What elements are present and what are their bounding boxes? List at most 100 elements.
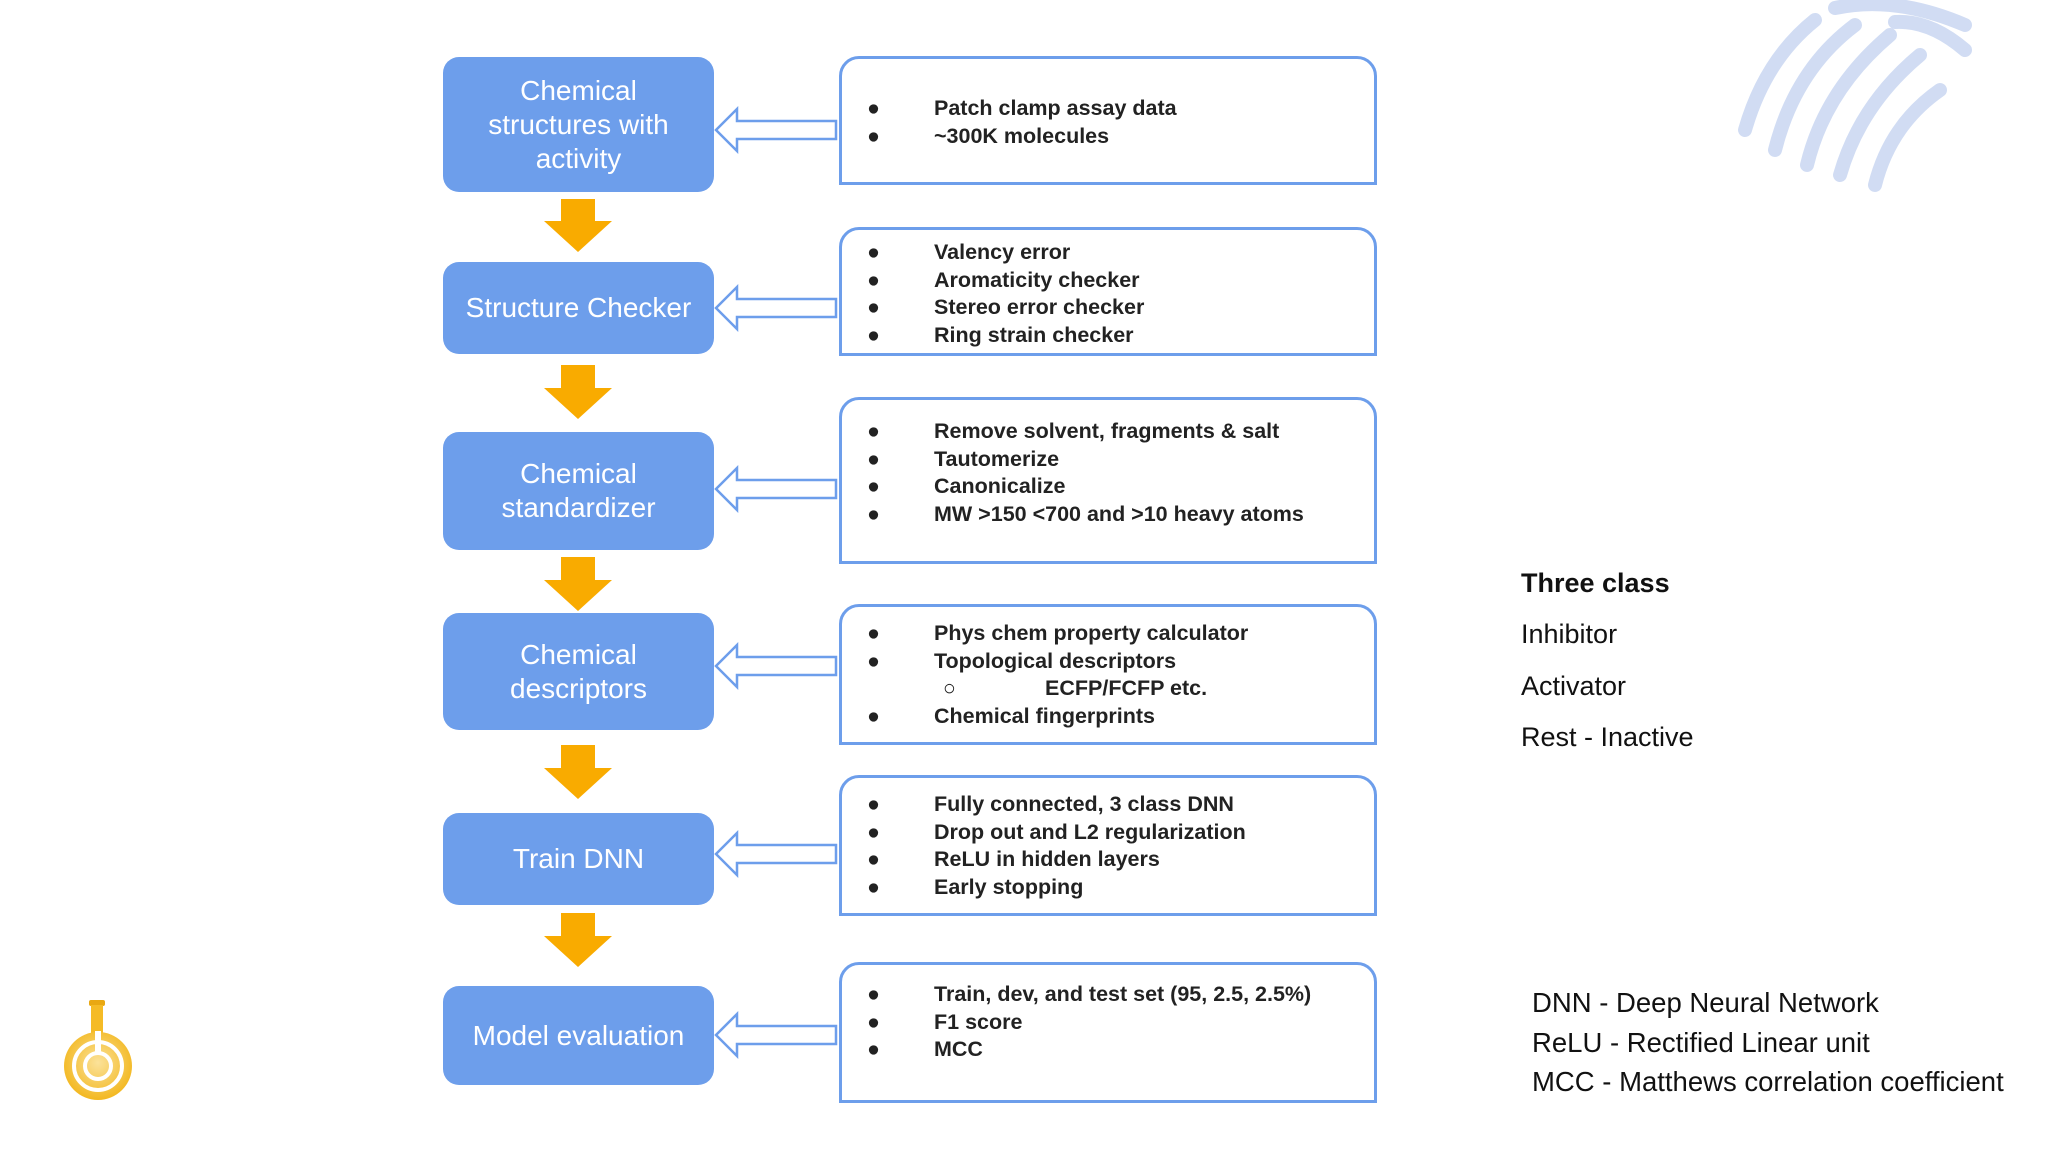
bullet-icon: ● [867, 847, 880, 871]
input-arrow-left [714, 1010, 838, 1060]
bullet-icon: ● [867, 96, 880, 120]
detail-text: Topological descriptors [934, 648, 1177, 673]
detail-text: Fully connected, 3 class DNN [934, 792, 1234, 816]
abbreviation-item: DNN - Deep Neural Network [1532, 987, 1879, 1018]
step-box-structures: Chemical structures with activity [443, 57, 714, 192]
legend-item: Inhibitor [1521, 619, 1618, 649]
bullet-icon: ● [867, 240, 880, 264]
detail-panel-standardizer: ● Remove solvent, fragments & salt ● Tautom… [839, 397, 1377, 564]
legend-item: Activator [1521, 670, 1627, 701]
bullet-icon: ● [867, 648, 880, 673]
detail-item: ● Topological descriptors [867, 648, 1248, 676]
detail-text: Train, dev, and test set (95, 2.5, 2.5%) [934, 982, 1312, 1006]
detail-text: Aromaticity checker [934, 267, 1140, 292]
input-arrow-left [714, 283, 838, 333]
flow-arrow-down [544, 745, 612, 799]
fingerprint-icon [1738, 0, 1972, 192]
detail-list: ● Train, dev, and test set (95, 2.5, 2.5%… [867, 981, 1311, 1064]
bullet-icon: ● [867, 322, 880, 347]
detail-text: Stereo error checker [934, 295, 1145, 319]
bullet-icon: ● [867, 874, 880, 899]
detail-text: MCC [934, 1037, 983, 1061]
step-box-standardizer: Chemical standardizer [443, 432, 714, 550]
detail-text: MW >150 <700 and >10 heavy atoms [934, 501, 1304, 526]
class-legend: Three class Inhibitor Activator Rest - I… [1521, 568, 1694, 774]
detail-item: ● Drop out and L2 regularization [867, 819, 1246, 847]
input-arrow-left [714, 105, 838, 155]
bullet-icon: ● [867, 295, 880, 319]
bullet-icon: ● [867, 501, 880, 526]
detail-item: ● Fully connected, 3 class DNN [867, 791, 1246, 819]
detail-list: ● Patch clamp assay data ● ~300K molecules [867, 95, 1177, 150]
detail-text: Remove solvent, fragments & salt [934, 419, 1280, 443]
input-arrow-left [714, 464, 838, 514]
detail-item: ● ~300K molecules [867, 123, 1177, 151]
input-arrow-left [714, 829, 838, 879]
detail-item: ● Ring strain checker [867, 322, 1144, 350]
detail-item: ● Patch clamp assay data [867, 95, 1177, 123]
detail-item: ● Stereo error checker [867, 294, 1144, 322]
flow-arrow-down [544, 913, 612, 967]
input-arrow-left [714, 641, 838, 691]
detail-text: ~300K molecules [934, 123, 1110, 148]
detail-text: Patch clamp assay data [934, 96, 1177, 120]
detail-text: Drop out and L2 regularization [934, 819, 1246, 844]
abbreviation-item: ReLU - Rectified Linear unit [1532, 1026, 1870, 1058]
bullet-icon: ● [867, 446, 880, 471]
bullet-icon: ● [867, 703, 880, 728]
bullet-icon: ● [867, 1037, 880, 1061]
detail-panel-structures: ● Patch clamp assay data ● ~300K molecules [839, 56, 1377, 185]
bullet-icon: ● [867, 982, 880, 1006]
detail-item: ● F1 score [867, 1009, 1311, 1037]
detail-text: Ring strain checker [934, 322, 1134, 347]
detail-panel-descriptors: ● Phys chem property calculator ● Topologic… [839, 604, 1377, 745]
detail-text: F1 score [934, 1009, 1023, 1034]
detail-list: ● Remove solvent, fragments & salt ● Tautom… [867, 418, 1304, 528]
step-box-structure-checker: Structure Checker [443, 262, 714, 354]
detail-item: ● Aromaticity checker [867, 267, 1144, 295]
detail-item: ● Valency error [867, 239, 1144, 267]
detail-text: Early stopping [934, 874, 1084, 899]
detail-text: Valency error [934, 240, 1071, 264]
bullet-icon: ● [867, 267, 880, 292]
detail-item: ● Tautomerize [867, 446, 1304, 474]
detail-item: ● Canonicalize [867, 473, 1304, 501]
bullet-icon: ● [867, 1009, 880, 1034]
detail-item: ● Train, dev, and test set (95, 2.5, 2.5%… [867, 981, 1311, 1009]
detail-item: ● ReLU in hidden layers [867, 846, 1246, 874]
legend-item: Rest - Inactive [1521, 722, 1694, 752]
detail-item: ● Remove solvent, fragments & salt [867, 418, 1304, 446]
detail-panel-train-dnn: ● Fully connected, 3 class DNN ● Drop out a… [839, 775, 1377, 916]
detail-item: ○ ECFP/FCFP etc. [867, 675, 1248, 703]
detail-panel-structure-checker: ● Valency error ● Aromaticity checker ● Stere… [839, 227, 1377, 356]
detail-item: ● Early stopping [867, 874, 1246, 902]
detail-list: ● Valency error ● Aromaticity checker ● Stere… [867, 239, 1144, 349]
detail-text: ReLU in hidden layers [934, 847, 1160, 871]
bullet-icon: ● [867, 123, 880, 148]
bullet-icon: ● [867, 819, 880, 844]
bullet-icon: ● [867, 419, 880, 443]
detail-text: Chemical fingerprints [934, 703, 1156, 728]
flow-arrow-down [544, 365, 612, 419]
detail-list: ● Fully connected, 3 class DNN ● Drop out a… [867, 791, 1246, 901]
flask-logo-icon [64, 1000, 132, 1100]
detail-item: ● Phys chem property calculator [867, 620, 1248, 648]
detail-item: ● Chemical fingerprints [867, 703, 1248, 731]
abbreviation-item: MCC - Matthews correlation coefficient [1532, 1066, 2004, 1097]
bullet-icon: ● [867, 792, 880, 816]
detail-list: ● Phys chem property calculator ● Topologic… [867, 620, 1248, 730]
detail-text: Canonicalize [934, 474, 1066, 498]
detail-text: Phys chem property calculator [934, 621, 1249, 645]
step-box-descriptors: Chemical descriptors [443, 613, 714, 730]
abbreviation-list: DNN - Deep Neural Network ReLU - Rectifi… [1532, 987, 2004, 1106]
step-box-model-evaluation: Model evaluation [443, 986, 714, 1085]
flow-arrow-down [544, 557, 612, 611]
detail-item: ● MW >150 <700 and >10 heavy atoms [867, 501, 1304, 529]
sub-bullet-icon: ○ [943, 676, 956, 700]
bullet-icon: ● [867, 474, 880, 498]
bullet-icon: ● [867, 621, 880, 645]
detail-text: ECFP/FCFP etc. [1045, 676, 1208, 700]
detail-text: Tautomerize [934, 446, 1060, 471]
step-box-train-dnn: Train DNN [443, 813, 714, 905]
